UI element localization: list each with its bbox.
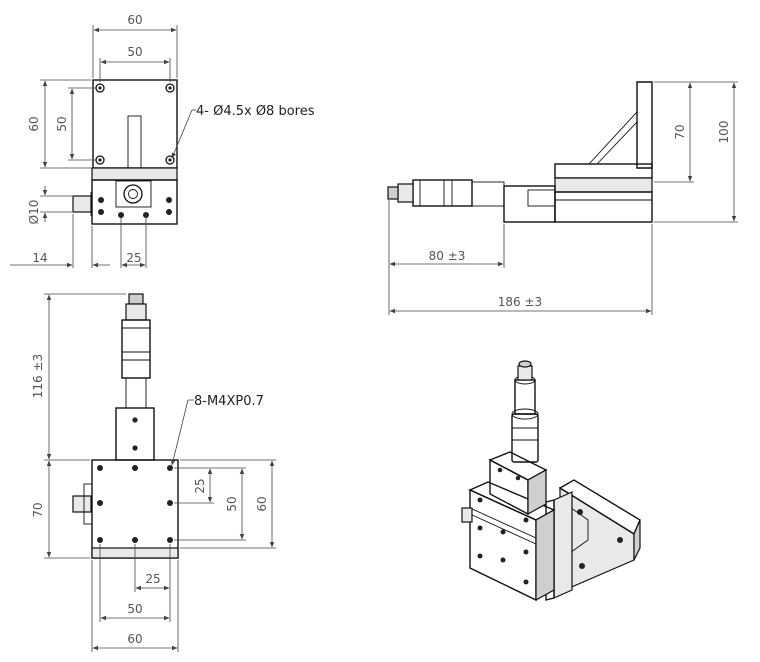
micrometer-thimble: [471, 181, 505, 207]
dim-height-body: 70: [31, 502, 45, 517]
dim-height-total: 116 ±3: [31, 354, 45, 398]
dim-height-inner: 50: [55, 116, 69, 131]
knob-stub: [72, 195, 92, 213]
micrometer-ratchet: [517, 365, 533, 381]
stage-base: [554, 191, 653, 223]
front-view: 116 ±3 70 25 50 60 25 50 60 8-M4XP0.7: [31, 293, 276, 652]
dim-width-outer: 60: [127, 13, 142, 27]
micrometer-ratchet: [125, 303, 147, 321]
dim-spacing-right-outer: 60: [255, 496, 269, 511]
note-threads: 8-M4XP0.7: [194, 394, 264, 409]
micrometer-thimble: [125, 377, 147, 409]
micrometer-block: [503, 185, 556, 223]
dim-diameter: Ø10: [27, 200, 41, 225]
mount-bore: [123, 184, 143, 204]
micrometer-barrel: [412, 179, 473, 207]
dim-spacing-bottom-outer: 60: [127, 632, 142, 646]
dim-spacing-right-mid: 50: [225, 496, 239, 511]
bracket-vertical: [636, 81, 653, 169]
carriage-block: [91, 179, 178, 225]
dim-spacing-bottom-inner: 25: [145, 572, 160, 586]
micrometer-cap: [128, 293, 144, 305]
thread-holes: [97, 465, 173, 543]
dim-spacing: 25: [126, 251, 141, 265]
top-plate: [92, 79, 178, 169]
bracket-gusset: [587, 110, 638, 165]
micrometer-cap: [387, 186, 399, 200]
micrometer-block: [115, 407, 155, 461]
dim-height-outer: 60: [27, 116, 41, 131]
stage-rail: [554, 177, 653, 193]
stage-plate: [91, 459, 179, 559]
note-bores: 4- Ø4.5x Ø8 bores: [196, 104, 315, 119]
dim-height-outer: 100: [717, 121, 731, 144]
dim-width-inner: 50: [127, 45, 142, 59]
slot: [127, 115, 142, 169]
micrometer-ratchet: [397, 183, 414, 203]
micrometer-cap: [518, 360, 532, 368]
dim-height-inner: 70: [673, 124, 687, 139]
upper-rail: [91, 167, 178, 181]
micrometer-mount: [115, 180, 152, 208]
stage-face-side: [535, 508, 555, 602]
dim-offset-left: 14: [32, 251, 47, 265]
isometric-view: [461, 360, 641, 602]
dim-spacing-right-inner: 25: [193, 478, 207, 493]
knob-stub: [72, 495, 92, 513]
dim-spacing-bottom-mid: 50: [127, 602, 142, 616]
dim-length: 186 ±3: [498, 295, 542, 309]
side-view: 70 100 80 ±3 186 ±3: [387, 81, 738, 315]
top-view: 60 50 60 50 Ø10 14 25 4- Ø4.5x Ø8 bores: [10, 13, 315, 268]
micrometer-barrel: [121, 319, 151, 379]
dim-travel: 80 ±3: [429, 249, 466, 263]
